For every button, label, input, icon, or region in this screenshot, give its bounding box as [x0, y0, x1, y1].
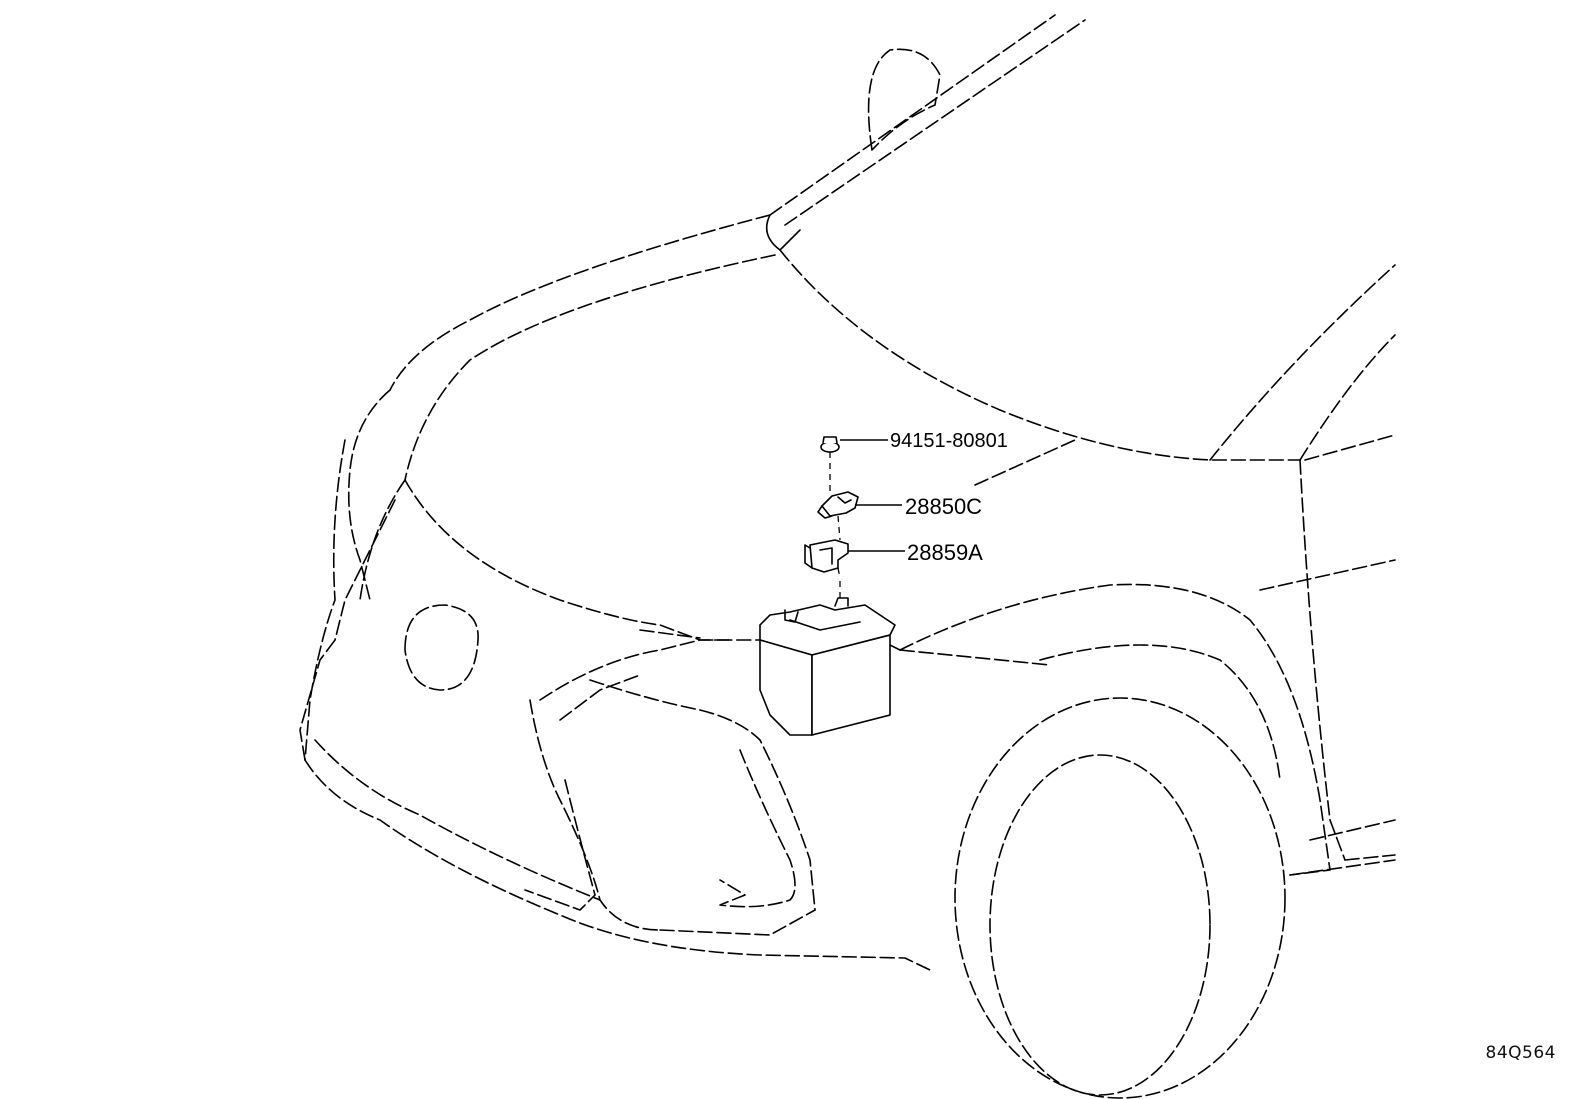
battery-clamp-icon [817, 491, 859, 541]
leader-lines [840, 439, 905, 552]
illustration-code: 84Q564 [1485, 1043, 1556, 1063]
battery-bracket-icon [804, 539, 849, 579]
part-number-label: 94151-80801 [890, 430, 1008, 452]
nut-icon [820, 436, 840, 492]
part-number-label: 28850C [905, 494, 982, 519]
battery-icon [759, 580, 896, 736]
vehicle-front-outline [299, 14, 1396, 1099]
part-number-label: 28859A [907, 540, 983, 565]
